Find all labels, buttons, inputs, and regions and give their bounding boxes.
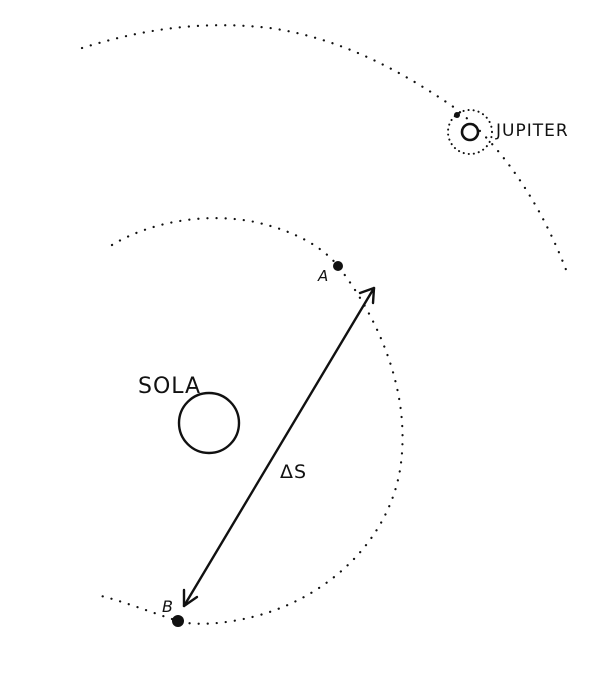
jupiter-halo — [447, 109, 493, 155]
point-a-dot — [333, 261, 343, 271]
jupiter-planet — [460, 122, 480, 142]
jupiter-moon-dot — [454, 112, 460, 118]
arrowhead-top — [358, 286, 376, 305]
point-b-dot — [172, 615, 184, 627]
jupiter-orbit — [80, 24, 570, 277]
arrowhead-bottom — [182, 588, 199, 608]
sun-label: SOLA — [138, 374, 201, 399]
sun-circle — [177, 391, 241, 455]
displacement-label: ΔS — [280, 461, 307, 483]
point-a-label: A — [317, 267, 329, 285]
inner-orbit — [95, 217, 404, 625]
jupiter-label: JUPITER — [495, 121, 569, 141]
displacement-arrow — [182, 286, 376, 608]
point-b-label: B — [162, 597, 174, 616]
